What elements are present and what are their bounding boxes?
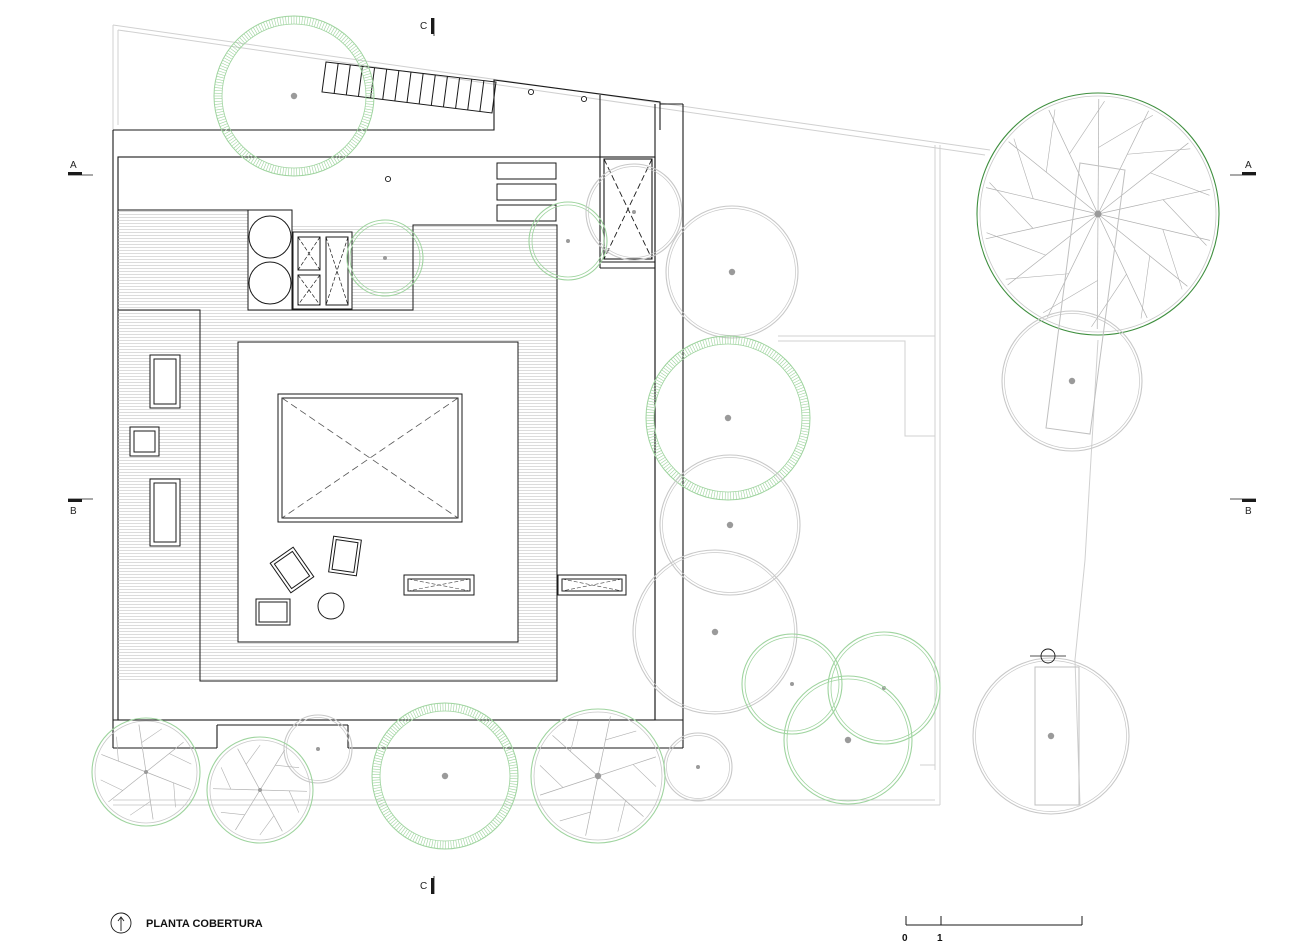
stair-tread: [406, 71, 412, 103]
stair-tread: [333, 63, 339, 94]
central-terrace: [237, 341, 519, 643]
tree: [371, 702, 519, 850]
scale-label-0: 0: [902, 933, 908, 944]
section-label-c-bottom: C: [420, 881, 427, 892]
tree: [91, 717, 201, 827]
section-label-c-top: C: [420, 21, 427, 32]
stair-tread: [345, 64, 351, 96]
north-arrow-icon: [110, 912, 132, 934]
tree: [283, 714, 353, 784]
stair-tread: [430, 74, 436, 106]
central-skylight-outer: [277, 393, 463, 523]
tree: [346, 219, 424, 297]
tree: [213, 15, 375, 177]
tree: [632, 549, 798, 715]
trees: [91, 15, 1220, 850]
tree: [530, 708, 666, 844]
stair: [321, 61, 497, 114]
tree: [972, 657, 1130, 815]
stair-tread: [479, 80, 485, 112]
roof-drains: [384, 88, 588, 183]
tree: [783, 675, 913, 805]
solar-panels: [496, 162, 557, 222]
section-mark-c-bottom: C: [420, 876, 435, 894]
central-skylight-inner: [281, 397, 459, 519]
section-mark-a-left: A: [68, 160, 93, 176]
section-mark-a-right: A: [1230, 160, 1256, 176]
drawing-title: PLANTA COBERTURA: [146, 918, 263, 930]
stair-tread: [467, 79, 473, 111]
side-skylights: [129, 354, 181, 547]
section-label-a-left: A: [70, 160, 77, 171]
tree: [645, 335, 811, 501]
tree: [659, 454, 801, 596]
tree: [206, 736, 314, 844]
section-mark-b-left: B: [68, 498, 93, 517]
skylight-cross-vents: [603, 158, 653, 260]
scale-label-1: 1: [937, 933, 943, 944]
tree: [528, 201, 608, 281]
stair-tread: [382, 69, 388, 100]
scale-bar: [905, 916, 1083, 926]
tree: [827, 631, 941, 745]
stair-tread: [394, 70, 400, 102]
section-label-b-right: B: [1245, 506, 1252, 517]
stair-tread: [418, 73, 424, 105]
tree: [585, 163, 683, 261]
terrace-furniture: [255, 535, 362, 626]
section-label-b-left: B: [70, 506, 77, 517]
tree: [1001, 310, 1143, 452]
tree: [976, 92, 1220, 336]
section-mark-b-right: B: [1230, 498, 1256, 517]
section-label-a-right: A: [1245, 160, 1252, 171]
existing-structures: [1030, 162, 1126, 806]
stair-tread: [455, 77, 461, 109]
section-mark-c-top: C: [420, 18, 435, 36]
stair-tread: [442, 76, 448, 108]
tree: [663, 732, 733, 802]
tree: [665, 205, 799, 339]
central-skylight-cross: [281, 397, 459, 519]
equipment-crosses: [297, 236, 349, 306]
tree: [741, 633, 843, 735]
